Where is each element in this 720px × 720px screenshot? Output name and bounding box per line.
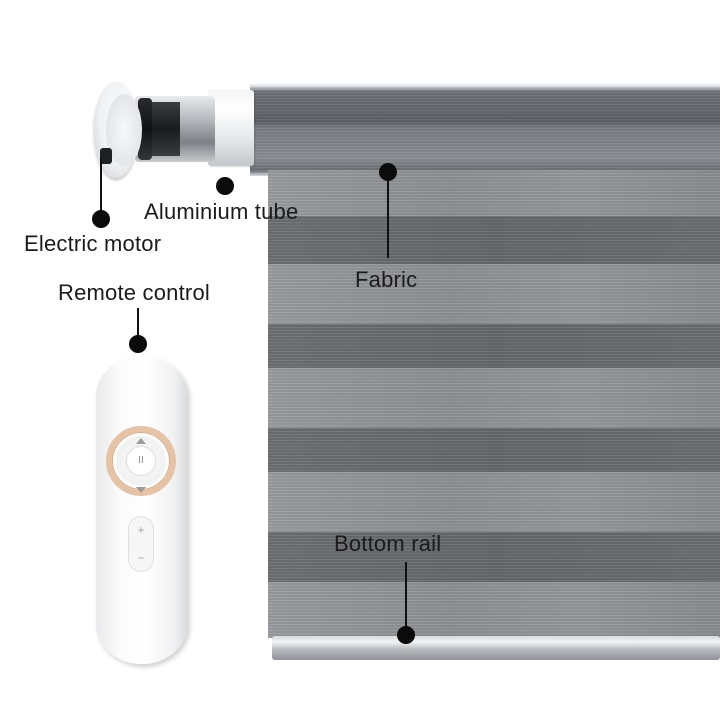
fabric-stripe-opaque [268,216,720,264]
label-bottom-rail: Bottom rail [334,531,442,556]
motor-end-cap-face [106,94,142,166]
fabric-stripe-sheer [268,368,720,428]
label-aluminium-tube: Aluminium tube [144,199,299,224]
callout-line-remote-control [137,308,139,338]
fabric-stripe-sheer [268,582,720,638]
headrail-cassette [250,84,720,176]
motor-program-button [100,148,112,164]
fabric-stripe-sheer [268,472,720,532]
remote-rocker-switch: + − [128,516,154,572]
callout-dot-electric-motor [92,210,110,228]
motor-collar [150,102,180,156]
callout-line-electric-motor [100,158,102,212]
label-electric-motor: Electric motor [24,231,162,256]
label-fabric: Fabric [355,267,418,292]
callout-dot-bottom-rail [397,626,415,644]
fabric-stripe-opaque [268,428,720,472]
remote-control-body [96,356,188,664]
fabric-stripe-opaque [268,324,720,368]
bottom-rail-bar [272,636,720,660]
plus-icon: + [137,523,145,537]
fabric-stripe-opaque [268,532,720,582]
minus-icon: − [137,551,145,565]
callout-line-fabric [387,180,389,258]
aluminium-tube-end [208,90,254,166]
motor-ring [138,98,152,160]
label-remote-control: Remote control [58,280,210,305]
callout-dot-aluminium-tube [216,177,234,195]
pause-icon: II [127,447,155,475]
up-arrow-icon [136,438,146,444]
fabric-stripe-sheer [268,170,720,216]
callout-line-bottom-rail [405,562,407,628]
callout-dot-remote-control [129,335,147,353]
callout-dot-fabric [379,163,397,181]
zebra-fabric [268,170,720,638]
fabric-stripe-sheer [268,264,720,324]
down-arrow-icon [136,487,146,493]
